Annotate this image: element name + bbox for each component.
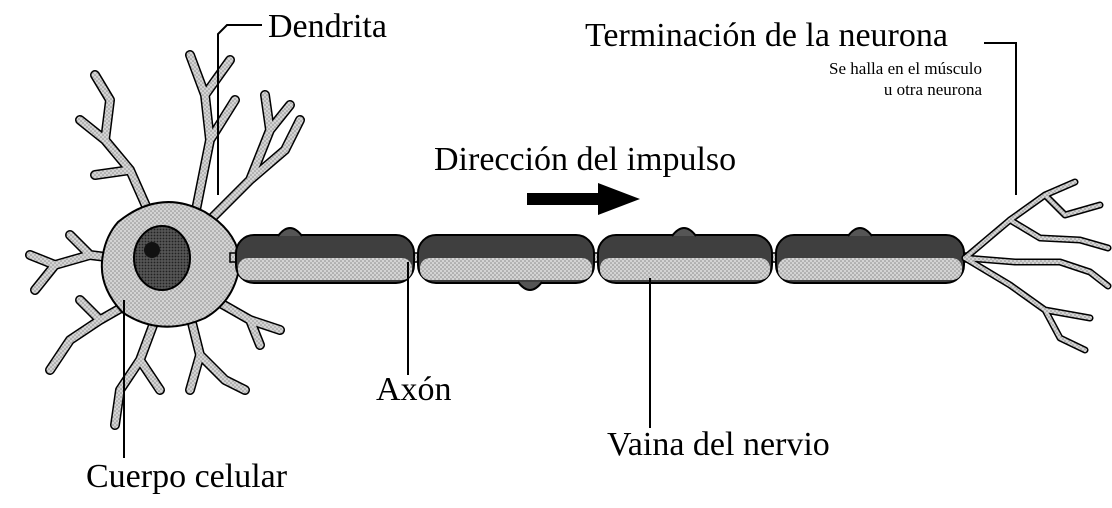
sheath-label: Vaina del nervio <box>607 426 830 463</box>
terminal-label: Terminación de la neurona <box>585 17 948 54</box>
cell-body-label: Cuerpo celular <box>86 458 288 495</box>
nucleus-shape <box>133 225 191 291</box>
axon-label: Axón <box>376 371 452 408</box>
myelin-sheath <box>235 227 965 291</box>
impulse-arrow <box>527 183 640 215</box>
dendrites <box>25 50 305 430</box>
dendrite-label: Dendrita <box>268 8 387 45</box>
impulse-direction-label: Dirección del impulso <box>434 141 737 178</box>
axon-terminals <box>961 178 1112 354</box>
terminal-note-line2: u otra neurona <box>883 80 982 99</box>
leader-lines <box>123 24 1017 458</box>
terminal-note-line1: Se halla en el músculo <box>829 59 982 78</box>
